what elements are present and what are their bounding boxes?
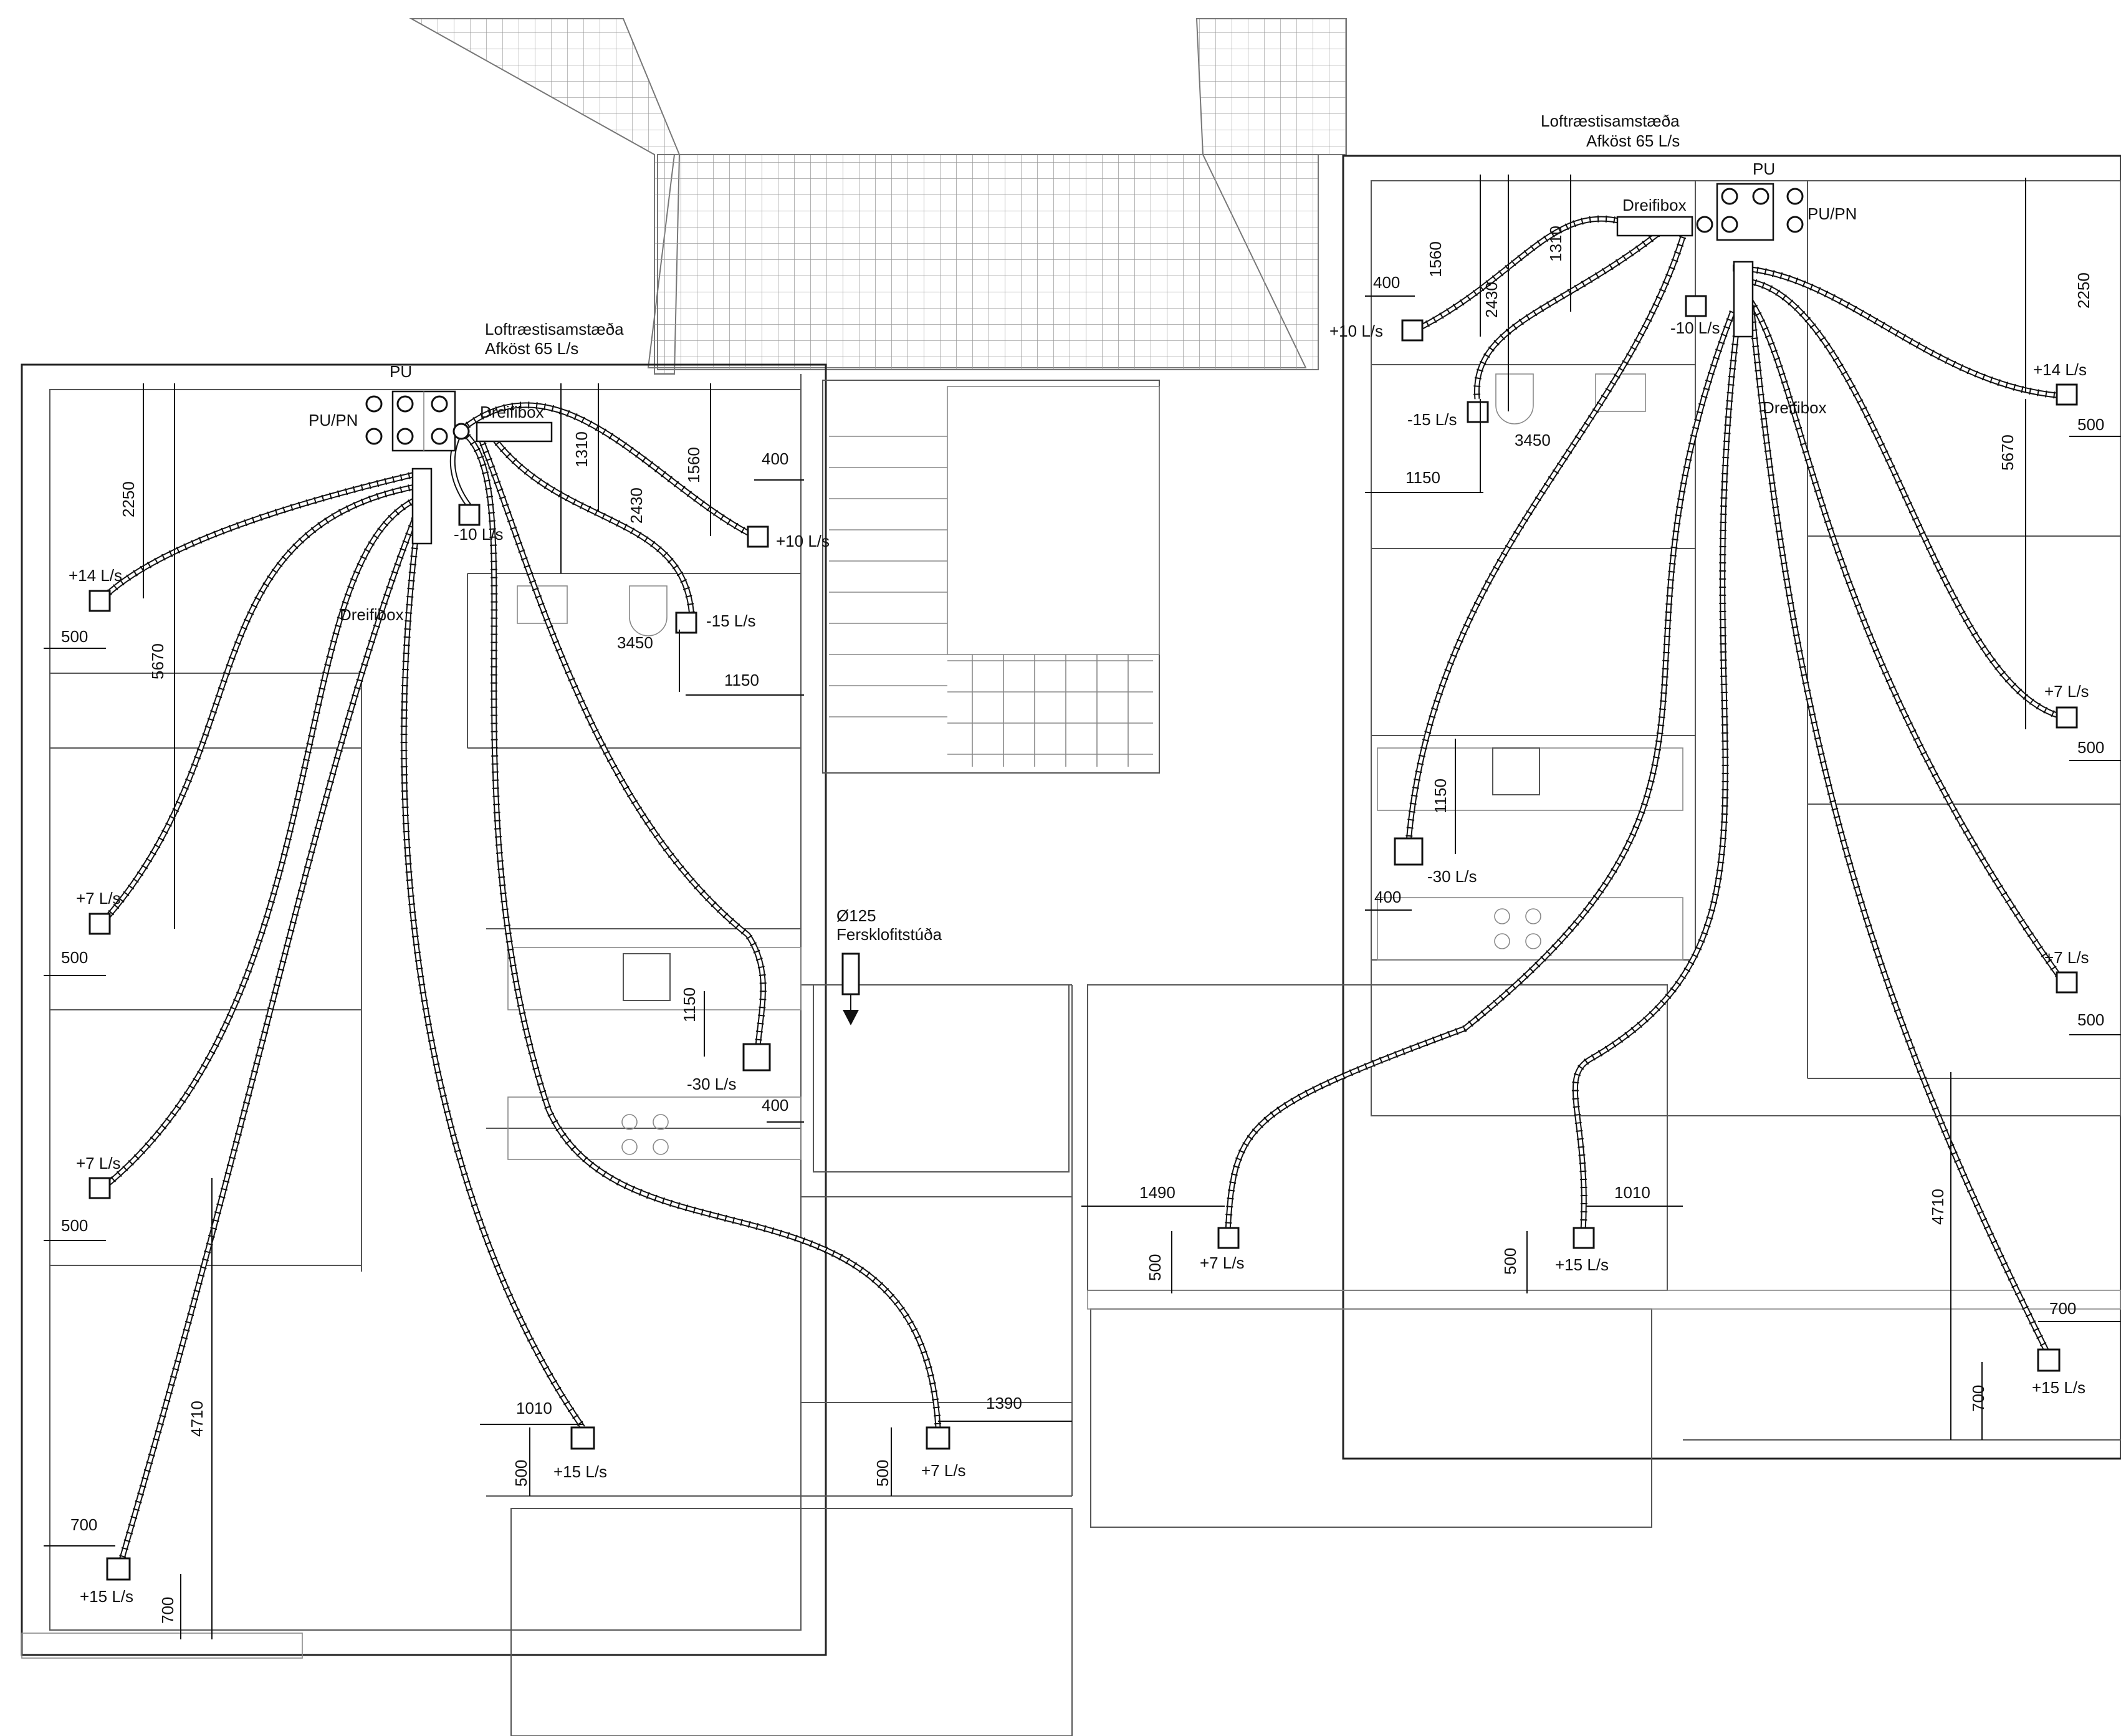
right-dim-3450: 3450 [1515,431,1551,449]
left-dim-1310: 1310 [572,431,591,468]
right-dim-500e: 500 [1501,1248,1520,1275]
right-dim-500c: 500 [2077,1010,2104,1029]
left-dim-500a: 500 [61,627,88,646]
left-dim-700b: 700 [158,1597,177,1624]
left-dim-1390: 1390 [986,1394,1022,1412]
right-dimensions [1081,175,2121,1440]
left-dim-1150a: 1150 [724,671,759,689]
right-dim-2250: 2250 [2074,272,2093,309]
right-dim-1010: 1010 [1614,1183,1650,1202]
left-dim-700a: 700 [70,1515,97,1534]
stairwell [813,380,1160,1173]
right-dim-1150b: 1150 [1431,779,1450,813]
right-dim-1560: 1560 [1426,241,1445,277]
right-valve-hall: +7 L/s [1200,1254,1245,1272]
right-valve-bed1: +14 L/s [2033,360,2087,379]
left-dim-500d: 500 [512,1460,530,1487]
right-ducts [1224,183,2066,1355]
right-dreifibox-side: Dreifibox [1763,398,1827,417]
right-dim-500d: 500 [1146,1254,1164,1281]
left-valve-bed3: +7 L/s [76,1154,121,1173]
right-pu-label: PU [1753,160,1775,178]
right-valve-bath: -10 L/s [1670,319,1720,337]
right-unit-name: Loftræstisamstæða [1541,112,1680,130]
left-ducts [97,390,942,1572]
right-unit-capacity: Afköst 65 L/s [1586,132,1680,150]
left-dim-400a: 400 [762,449,788,468]
left-dim-2250: 2250 [119,481,138,517]
left-dim-3450: 3450 [617,633,653,652]
left-valves [89,504,950,1581]
right-pu-pn-label: PU/PN [1807,204,1857,223]
right-dim-700a: 700 [2049,1299,2076,1318]
right-dim-2430: 2430 [1482,282,1501,318]
left-valve-kitchen: -30 L/s [687,1075,737,1093]
left-valve-bed1: +14 L/s [69,566,122,585]
right-valve-big: +15 L/s [2032,1378,2085,1397]
left-dreifibox-side: Dreifibox [340,605,404,624]
right-dim-4710: 4710 [1928,1189,1947,1225]
left-valve-bed2: +7 L/s [76,889,121,908]
left-dreifibox-top: Dreifibox [480,403,544,421]
left-pu-label: PU [390,362,412,381]
right-dim-1310: 1310 [1546,226,1565,262]
fresh-air-size: Ø125 [836,906,876,925]
left-dim-1010: 1010 [516,1399,552,1417]
right-valve-corridor: +10 L/s [1329,322,1383,340]
fresh-air-labels: Ø125 Fersklofitstúða [836,906,942,944]
left-dim-2430: 2430 [627,487,646,524]
left-valve-room: +7 L/s [921,1461,966,1480]
right-labels: Loftræstisamstæða Afköst 65 L/s PU PU/PN… [1139,112,2104,1412]
right-valve-kitchen: -30 L/s [1427,867,1477,886]
right-dim-400b: 400 [1374,888,1401,906]
roof-hatch [409,18,1347,375]
right-dim-5670: 5670 [1998,434,2017,471]
right-valves [1217,295,2078,1372]
right-valve-bed2: +7 L/s [2044,682,2089,701]
left-dim-500c: 500 [61,1216,88,1235]
fresh-air-label: Fersklofitstúða [836,925,942,944]
left-valve-bath: -10 L/s [454,525,504,544]
left-apartment-walls [21,363,1073,1736]
left-dim-500b: 500 [61,948,88,967]
left-unit-capacity: Afköst 65 L/s [485,339,578,358]
left-dim-1150b: 1150 [680,987,699,1022]
left-valve-living: +15 L/s [80,1587,133,1606]
left-pu-pn-label: PU/PN [309,411,358,429]
left-dimensions [44,383,1072,1639]
right-dim-1150a: 1150 [1405,468,1440,487]
right-dim-500b: 500 [2077,738,2104,757]
left-unit-name: Loftræstisamstæða [485,320,624,338]
right-valve-living: +15 L/s [1555,1255,1609,1274]
left-valve-corridor: +10 L/s [776,532,830,550]
left-valve-hall: +15 L/s [553,1462,607,1481]
right-dim-500a: 500 [2077,415,2104,434]
right-dim-1490: 1490 [1139,1183,1175,1202]
fresh-air-intake [841,952,860,1025]
right-dim-700b: 700 [1969,1385,1988,1412]
left-dim-500e: 500 [873,1460,892,1487]
left-dim-400b: 400 [762,1096,788,1115]
right-valve-bed3: +7 L/s [2044,948,2089,967]
left-dim-4710: 4710 [188,1401,206,1437]
left-dim-5670: 5670 [148,643,167,679]
fixtures [507,373,1683,1160]
left-labels: Loftræstisamstæða Afköst 65 L/s PU PU/PN… [61,320,1022,1624]
left-valve-wc: -15 L/s [706,611,756,630]
right-dim-400a: 400 [1373,273,1400,292]
left-dim-1560: 1560 [684,447,703,483]
right-valve-wc: -15 L/s [1407,410,1457,429]
right-dreifibox-top: Dreifibox [1622,196,1687,214]
